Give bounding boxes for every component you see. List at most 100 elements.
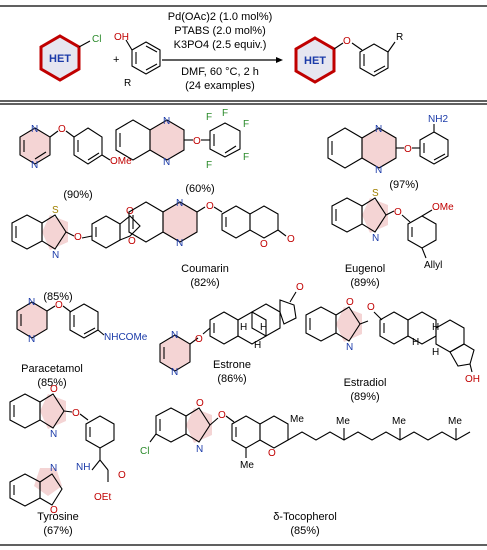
ex2-f: F	[243, 152, 249, 163]
product-het-label: HET	[304, 55, 326, 67]
example-4-yield: (85%)	[43, 291, 72, 303]
example-10-structure: O N O NH O OEt N O	[9, 384, 126, 516]
atom-o: O	[72, 408, 80, 419]
ex11-me: Me	[392, 416, 406, 427]
atom-o: O	[118, 470, 126, 481]
example-2-yield: (60%)	[185, 183, 214, 195]
atom-h: H	[432, 347, 439, 358]
reactant-het-chloride: HET Cl	[39, 34, 101, 82]
example-5-name: Coumarin	[181, 263, 229, 275]
ex11-cl: Cl	[140, 446, 149, 457]
reactant-phenol: OH R	[114, 32, 161, 89]
example-3-yield: (97%)	[389, 179, 418, 191]
example-7-structure: N N O NHCOMe	[16, 297, 148, 345]
reaction-conditions: Pd(OAc)2 (1.0 mol%) PTABS (2.0 mol%) K3P…	[162, 11, 283, 92]
atom-n: N	[163, 116, 170, 127]
atom-h: H	[254, 340, 261, 351]
example-8-structure: N N O O H H H	[159, 282, 304, 378]
atom-o: O	[404, 144, 412, 155]
atom-n: N	[28, 334, 35, 345]
ex9-substituent: OH	[465, 374, 480, 385]
ex6-substituent: OMe	[432, 202, 454, 213]
plus-sign: +	[113, 54, 119, 66]
ex2-f: F	[222, 108, 228, 119]
ex2-f: F	[206, 112, 212, 123]
ex8-substituent: O	[296, 282, 304, 293]
example-7-name: Paracetamol	[21, 363, 83, 375]
example-6-yield: (89%)	[350, 277, 379, 289]
atom-n: N	[163, 157, 170, 168]
atom-s: S	[372, 188, 379, 199]
example-5-yield: (82%)	[190, 277, 219, 289]
cl-label: Cl	[92, 34, 101, 45]
atom-n: N	[31, 160, 38, 171]
atom-o: O	[128, 236, 136, 247]
example-9-yield: (89%)	[350, 391, 379, 403]
example-8-yield: (86%)	[217, 373, 246, 385]
example-10-yield: (67%)	[43, 525, 72, 537]
atom-n: N	[372, 233, 379, 244]
oh-label: OH	[114, 32, 129, 43]
example-6-structure: S N O OMe Allyl	[331, 188, 454, 271]
atom-n: N	[31, 124, 38, 135]
atom-o: O	[193, 136, 201, 147]
atom-n: N	[176, 198, 183, 209]
example-1-structure: N N O OMe	[19, 124, 132, 171]
ex1-substituent: OMe	[110, 156, 132, 167]
atom-h: H	[412, 337, 419, 348]
atom-n: N	[346, 342, 353, 353]
het-label: HET	[49, 53, 71, 65]
atom-n: N	[171, 330, 178, 341]
example-5-structure: N N O O O	[128, 198, 295, 250]
atom-o: O	[394, 207, 402, 218]
condition-5: (24 examples)	[185, 80, 255, 92]
condition-4: DMF, 60 °C, 2 h	[181, 66, 259, 78]
ex2-f: F	[243, 119, 249, 130]
atom-o: O	[50, 384, 58, 395]
atom-o: O	[196, 398, 204, 409]
atom-o: O	[206, 201, 214, 212]
atom-o: O	[55, 300, 63, 311]
atom-n: N	[375, 124, 382, 135]
example-9-name: Estradiol	[344, 377, 387, 389]
example-1-yield: (90%)	[63, 189, 92, 201]
ex11-me: Me	[290, 414, 304, 425]
atom-h: H	[260, 322, 267, 333]
atom-n: N	[375, 165, 382, 176]
atom-o: O	[195, 334, 203, 345]
example-10-name: Tyrosine	[37, 511, 79, 523]
example-4-structure: S N O O O	[11, 205, 141, 261]
atom-n: N	[171, 367, 178, 378]
atom-n: N	[50, 463, 57, 474]
example-8-name: Estrone	[213, 359, 251, 371]
ex2-f: F	[206, 160, 212, 171]
atom-o: O	[268, 448, 276, 459]
atom-o: O	[74, 232, 82, 243]
ex11-me: Me	[240, 460, 254, 471]
atom-n: N	[196, 444, 203, 455]
ex3-substituent: NH2	[428, 114, 448, 125]
atom-o: O	[58, 124, 66, 135]
example-2-structure: N N O F F F F F	[115, 108, 249, 171]
product-r-label: R	[396, 32, 403, 43]
example-11-name: δ-Tocopherol	[273, 511, 337, 523]
example-9-structure: O N O OH H H H	[305, 297, 480, 385]
product-aryl-ether: HET O R	[294, 32, 403, 84]
atom-o: O	[260, 239, 268, 250]
example-7-yield: (85%)	[37, 377, 66, 389]
atom-h: H	[240, 322, 247, 333]
example-11-yield: (85%)	[290, 525, 319, 537]
atom-o: O	[367, 302, 375, 313]
ex7-substituent: NHCOMe	[104, 332, 148, 343]
atom-h: H	[432, 322, 439, 333]
atom-o: O	[218, 410, 226, 421]
r-label: R	[124, 78, 131, 89]
atom-o: O	[346, 297, 354, 308]
ex11-me: Me	[448, 416, 462, 427]
ex10-nh: NH	[76, 462, 90, 473]
condition-3: K3PO4 (2.5 equiv.)	[174, 39, 267, 51]
product-o-label: O	[343, 36, 351, 47]
condition-1: Pd(OAc)2 (1.0 mol%)	[168, 11, 273, 23]
example-3-structure: N N O NH2	[327, 114, 449, 176]
